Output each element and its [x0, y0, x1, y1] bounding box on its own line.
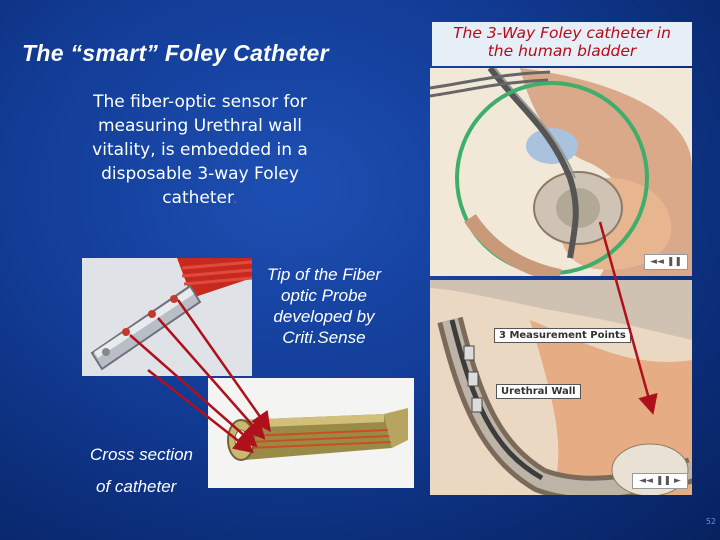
description-line-4: disposable 3-way Foley	[101, 164, 299, 184]
probe-tip-label-line-2: optic Probe	[281, 286, 367, 305]
description-line-1: The fiber-optic sensor for	[93, 92, 307, 112]
urethra-illustration: 3 Measurement Points Urethral Wall ◄◄ ❚❚…	[430, 280, 692, 495]
probe-tip-label-line-4: Criti.Sense	[282, 328, 366, 347]
cross-section-svg	[208, 378, 414, 488]
cross-section-label-line-1: Cross section	[90, 445, 193, 464]
bladder-illustration-svg	[430, 68, 692, 276]
rewind-icon[interactable]: ◄◄	[650, 257, 664, 267]
urethral-wall-callout: Urethral Wall	[496, 384, 581, 399]
measurement-points-callout: 3 Measurement Points	[494, 328, 631, 343]
bladder-title: The 3-Way Foley catheter in the human bl…	[432, 22, 692, 66]
probe-tip-label: Tip of the Fiber optic Probe developed b…	[250, 264, 398, 348]
bladder-media-controls: ◄◄ ❚❚	[644, 254, 688, 270]
pause-icon[interactable]: ❚❚	[655, 476, 671, 486]
probe-tip-label-line-1: Tip of the Fiber	[266, 265, 382, 284]
pause-icon[interactable]: ❚❚	[666, 257, 682, 267]
page-number: 52	[705, 517, 716, 526]
cross-section-label-line-2: of catheter	[96, 477, 177, 496]
description-line-5: catheter.	[55, 186, 345, 210]
probe-tip-photo	[82, 258, 252, 376]
probe-tip-svg	[82, 258, 252, 376]
bladder-title-line-1: The 3-Way Foley catheter in	[453, 24, 671, 42]
probe-tip-label-line-3: developed by	[273, 307, 375, 326]
description-catheter: catheter	[162, 188, 233, 208]
description-period: .	[232, 188, 238, 208]
bladder-illustration: ◄◄ ❚❚	[430, 68, 692, 276]
bladder-title-line-2: the human bladder	[487, 42, 637, 60]
description-line-2: measuring Urethral wall	[97, 116, 302, 136]
description-line-3: vitality, is embedded in a	[92, 140, 308, 160]
play-icon[interactable]: ►	[674, 476, 681, 486]
slide-title: The “smart” Foley Catheter	[22, 40, 329, 66]
rewind-icon[interactable]: ◄◄	[639, 476, 653, 486]
urethra-media-controls: ◄◄ ❚❚ ►	[632, 473, 688, 489]
cross-section-photo	[208, 378, 414, 488]
description: The fiber-optic sensor for measuring Ure…	[55, 90, 345, 210]
